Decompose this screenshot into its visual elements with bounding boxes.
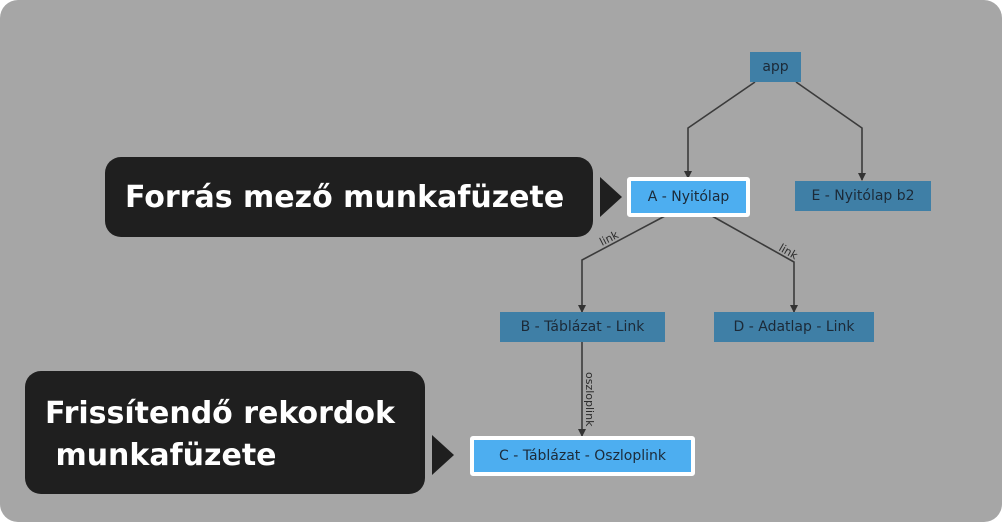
node-c-tablazat-oszloplink[interactable]: C - Táblázat - Oszloplink	[470, 436, 695, 476]
callout-target-workbook: Frissítendő rekordok munkafüzete	[25, 371, 425, 494]
edge-a-d	[711, 215, 798, 313]
node-a-nyitolap[interactable]: A - Nyitólap	[627, 177, 750, 217]
callout-source-text: Forrás mező munkafüzete	[125, 179, 565, 215]
node-b-tablazat-link[interactable]: B - Táblázat - Link	[500, 312, 665, 342]
callout-source-workbook: Forrás mező munkafüzete	[105, 157, 593, 237]
node-app[interactable]: app	[750, 52, 801, 82]
edge-app-a	[684, 81, 756, 179]
edge-label-b-c: oszloplink	[583, 372, 596, 427]
callout-target-line2: munkafüzete	[45, 438, 277, 473]
edge-label-a-b: link	[597, 228, 621, 249]
callout-source-pointer	[600, 177, 622, 217]
callout-target-pointer	[432, 435, 454, 475]
edge-label-a-d: link	[777, 241, 801, 262]
node-d-adatlap-link[interactable]: D - Adatlap - Link	[714, 312, 874, 342]
node-e-nyitolap-b2[interactable]: E - Nyitólap b2	[795, 181, 931, 211]
edge-a-b	[578, 215, 666, 313]
callout-target-line1: Frissítendő rekordok	[45, 396, 395, 431]
edge-app-e	[795, 81, 866, 181]
